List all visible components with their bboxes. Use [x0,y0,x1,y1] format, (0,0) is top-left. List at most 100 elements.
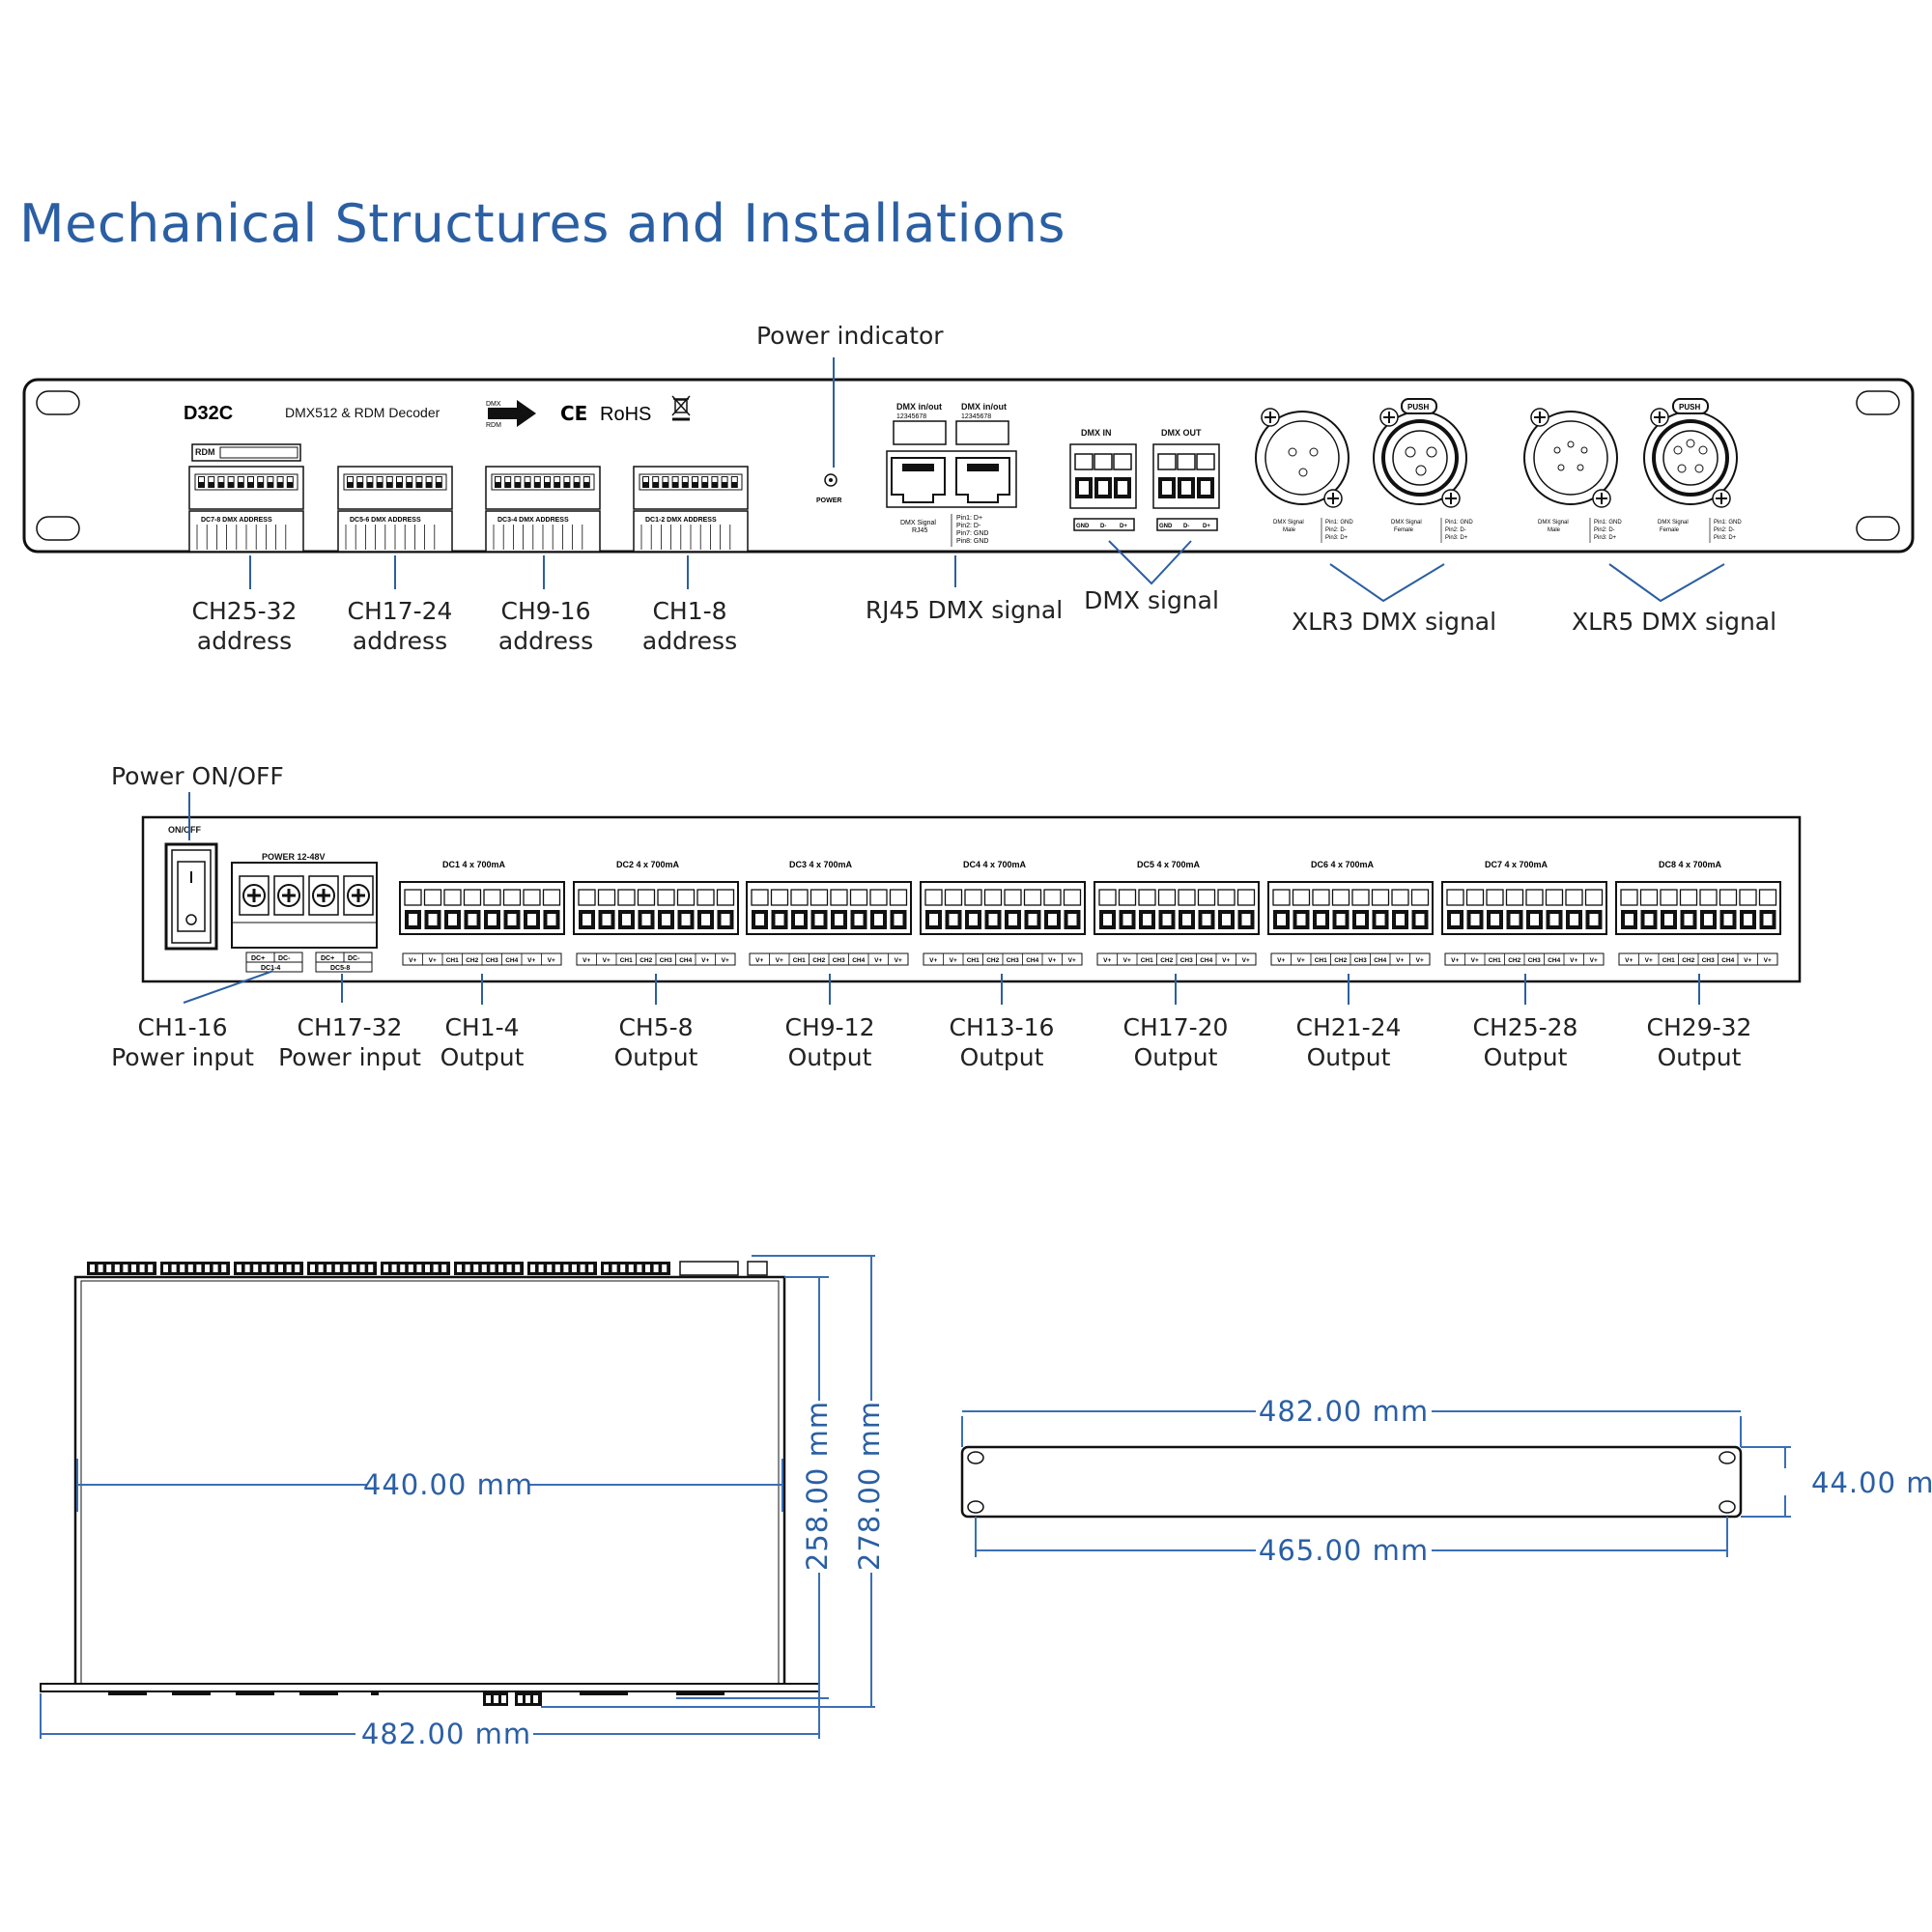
callout-rear-line2: Output [1307,1043,1391,1071]
pin-label: CH3 [660,957,672,964]
pin-label: CH2 [1160,957,1173,964]
rj45-top-label-1: DMX in/out [896,402,942,412]
svg-text:DC+: DC+ [321,955,334,962]
dip-switch-ch25-32[interactable]: DC7-8 DMX ADDRESS [188,466,304,553]
rj45-pin-3: Pin7: GND [956,530,988,537]
output-label: DC1 4 x 700mA [442,860,506,869]
dmx-out-pin-labels: GND D- D+ [1156,518,1218,531]
pin-label: V+ [950,957,957,964]
dip-label: DC3-4 DMX ADDRESS [497,517,569,524]
onoff-label: ON/OFF [168,825,201,835]
rj45-port-2[interactable] [955,457,1010,503]
output-label: DC2 4 x 700mA [616,860,680,869]
svg-text:DC1-4: DC1-4 [261,965,280,972]
dip-label: DC7-8 DMX ADDRESS [201,517,272,524]
pin-label: CH2 [1682,957,1694,964]
output-label: DC6 4 x 700mA [1311,860,1375,869]
dip-switch-ch17-24[interactable]: DC5-6 DMX ADDRESS [337,466,453,553]
power-terminal-block[interactable] [231,862,378,949]
pin-label: V+ [1744,957,1751,964]
pin-label: V+ [1222,957,1230,964]
callout-rj45: RJ45 DMX signal [866,596,1063,624]
dim-top-inner-width: 440.00 mm [363,1468,533,1501]
pin-label: CH4 [679,957,692,964]
output-label: DC8 4 x 700mA [1659,860,1722,869]
callout-rear-line2: Output [1484,1043,1568,1071]
dmx-in-terminal[interactable] [1069,443,1137,509]
pin-label: CH3 [1354,957,1367,964]
top-dmx-connector [747,1261,768,1276]
dmx-out-terminal[interactable] [1152,443,1220,509]
pin-label: CH4 [505,957,518,964]
svg-text:Pin1: GND: Pin1: GND [1445,520,1473,526]
xlr5-female-socket[interactable] [1643,398,1738,508]
dim-top-outer-width: 482.00 mm [361,1718,531,1750]
pin-label: CH1 [1141,957,1153,964]
callout-rear-line1: CH1-4 [444,1013,519,1041]
svg-text:Male: Male [1283,527,1296,533]
pin-label: V+ [1764,957,1772,964]
pin-label: CH1 [446,957,459,964]
dip-switch-ch1-8[interactable]: DC1-2 DMX ADDRESS [633,466,749,553]
callout-rear-line1: CH17-20 [1123,1013,1229,1041]
callout-ch17-24-line1: CH17-24 [348,597,453,625]
dim-front-hole-spacing: 465.00 mm [1259,1534,1429,1567]
xlr3-male-socket[interactable] [1255,408,1350,508]
pin-label: V+ [929,957,937,964]
pin-label: CH1 [1315,957,1327,964]
svg-text:Pin3: D+: Pin3: D+ [1594,535,1617,541]
rdm-switch[interactable] [191,443,301,462]
svg-text:DC-: DC- [348,955,360,962]
pin-label: V+ [1068,957,1076,964]
callout-rear-line1: CH17-32 [298,1013,403,1041]
pin-label: CH4 [1374,957,1386,964]
rj45-top-label-2: DMX in/out [961,402,1007,412]
rj45-port-1[interactable] [891,457,946,503]
xlr3-female-socket[interactable] [1373,398,1467,508]
top-output-connector [87,1262,156,1275]
rj45-pin-2: Pin2: D- [956,523,981,529]
top-output-connector [601,1262,670,1275]
model-label: D32C [184,403,233,424]
pin-label: V+ [701,957,709,964]
power-terminal-labels: DC+ DC- DC1-4 DC+ DC- DC5-8 [245,952,373,973]
power-switch[interactable] [164,842,218,951]
xlr-pin-notes: DMX Signal Male Pin1: GND Pin2: D- Pin3:… [1273,518,1742,543]
pin-label: CH3 [1528,957,1541,964]
svg-text:Pin2: D-: Pin2: D- [1714,527,1735,533]
output-label: DC3 4 x 700mA [789,860,853,869]
top-view: 440.00 mm 482.00 mm 258.00 mm 278.00 mm [40,1255,886,1750]
dip-switch-ch9-16[interactable]: DC3-4 DMX ADDRESS [485,466,601,553]
svg-text:Female: Female [1394,527,1414,533]
pin-label: V+ [1048,957,1056,964]
svg-text:D-: D- [1100,524,1106,529]
top-output-connector [234,1262,303,1275]
callout-rear-line2: Output [614,1043,698,1071]
svg-text:DMX Signal: DMX Signal [1273,520,1304,526]
callout-ch17-24-line2: address [353,627,447,655]
xlr5-male-socket[interactable] [1523,408,1618,508]
callout-rear-line2: Output [440,1043,525,1071]
pin-label: CH2 [466,957,478,964]
callout-rear-line1: CH9-12 [785,1013,875,1041]
svg-text:Pin1: GND: Pin1: GND [1594,520,1622,526]
svg-text:Female: Female [1660,527,1680,533]
callout-ch1-8-line1: CH1-8 [652,597,726,625]
svg-text:Pin2: D-: Pin2: D- [1594,527,1615,533]
svg-text:GND: GND [1159,524,1173,529]
svg-text:D+: D+ [1120,524,1127,529]
